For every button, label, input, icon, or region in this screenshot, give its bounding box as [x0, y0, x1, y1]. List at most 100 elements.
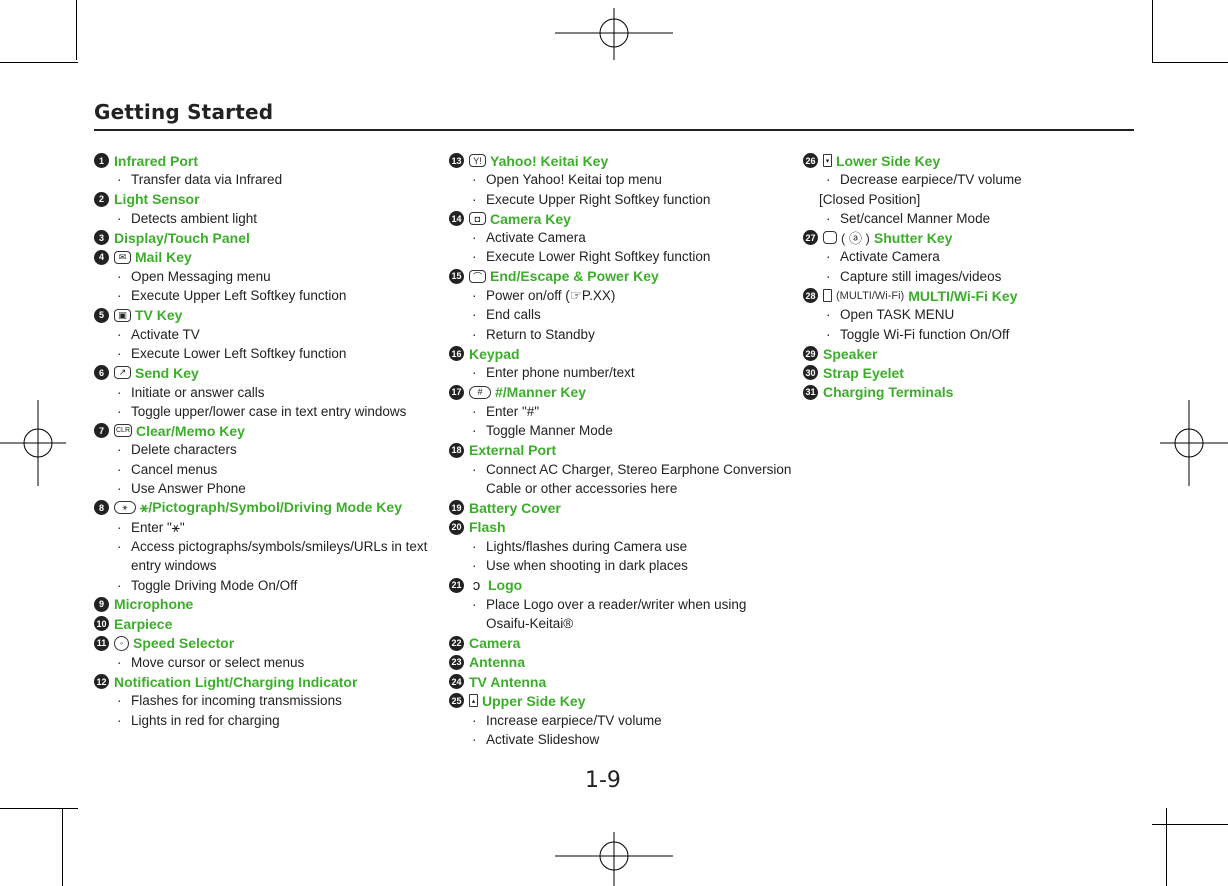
asterisk-key-icon: ⚹: [114, 501, 136, 515]
item-number: 28: [803, 288, 818, 304]
page-number: 1-9: [585, 768, 621, 793]
crop-mark: [0, 808, 78, 809]
item-number: 30: [803, 365, 818, 381]
item-label: Mail Key: [135, 249, 192, 266]
item-label: Camera: [469, 635, 521, 652]
item-number: 19: [449, 500, 464, 516]
item-number: 7: [94, 423, 109, 439]
item-number: 8: [94, 500, 109, 516]
item-label: Clear/Memo Key: [136, 422, 245, 439]
item-label: Charging Terminals: [823, 384, 954, 401]
list-item: 4✉Mail Key ·Open Messaging menu ·Execute…: [94, 247, 434, 305]
crop-mark: [1166, 808, 1167, 886]
item-number: 17: [449, 384, 464, 400]
bullet: ·Activate Camera: [472, 230, 586, 246]
item-number: 26: [803, 153, 818, 169]
bullet: ·Lights/flashes during Camera use: [472, 538, 688, 554]
item-label: Strap Eyelet: [823, 364, 904, 381]
bullet: ·Toggle upper/lower case in text entry w…: [117, 403, 407, 419]
header-rule: [94, 129, 1134, 131]
bullet: ·Activate Camera: [826, 249, 940, 265]
bullet: ·Detects ambient light: [117, 210, 258, 226]
list-item: 28 (MULTI/Wi-Fi)MULTI/Wi-Fi Key ·Open TAS…: [803, 286, 1143, 344]
item-number: 9: [94, 596, 109, 612]
crop-mark: [0, 62, 78, 63]
crop-mark: [1152, 824, 1228, 825]
item-number: 15: [449, 268, 464, 284]
bullet: ·Toggle Wi-Fi function On/Off: [826, 326, 1010, 342]
item-label: TV Key: [135, 307, 183, 324]
bullet: ·Activate TV: [117, 326, 200, 342]
bullet: ·Open Yahoo! Keitai top menu: [472, 172, 662, 188]
bullet: ·Capture still images/videos: [826, 268, 1002, 284]
item-number: 3: [94, 230, 109, 246]
bullet: ·Increase earpiece/TV volume: [472, 712, 662, 728]
bullet: ·Set/cancel Manner Mode: [826, 210, 991, 226]
registration-mark-top: [555, 8, 673, 60]
item-label: Logo: [488, 577, 523, 594]
bullet: ·Execute Lower Right Softkey function: [472, 249, 711, 265]
yahoo-key-icon: Y!: [469, 154, 486, 168]
bullet: ·End calls: [472, 307, 541, 323]
item-label: Yahoo! Keitai Key: [490, 152, 609, 169]
item-label: Shutter Key: [873, 229, 953, 246]
item-label: Antenna: [469, 654, 525, 671]
item-label: Keypad: [469, 345, 520, 362]
shutter-key-paren: ( ⓐ ): [841, 231, 870, 247]
item-label: MULTI/Wi-Fi Key: [908, 287, 1018, 304]
item-number: 20: [449, 519, 464, 535]
closed-position-label: [Closed Position]: [819, 191, 921, 207]
upper-side-key-icon: ▴: [469, 694, 478, 708]
speed-selector-icon: ◦: [114, 635, 129, 651]
mail-key-icon: ✉: [114, 250, 131, 264]
multi-key-paren: (MULTI/Wi-Fi): [836, 289, 905, 302]
section-title: Getting Started: [94, 100, 274, 124]
bullet: ·Use Answer Phone: [117, 481, 246, 497]
crop-mark: [76, 0, 77, 60]
bullet: ·Access pictographs/symbols/smileys/URLs…: [117, 538, 428, 554]
list-item: 11◦Speed Selector ·Move cursor or select…: [94, 633, 434, 672]
end-key-icon: ⌒: [469, 269, 486, 283]
item-label: Camera Key: [490, 210, 571, 227]
bullet: ·Delete characters: [117, 442, 237, 458]
bullet-continuation: Osaifu-Keitai®: [486, 616, 574, 632]
item-label: Light Sensor: [114, 191, 200, 208]
multi-key-icon: [823, 289, 832, 303]
item-number: 12: [94, 674, 109, 690]
bullet: ·Initiate or answer calls: [117, 384, 265, 400]
list-item: 15⌒End/Escape & Power Key ·Power on/off …: [449, 267, 789, 344]
hash-key-icon: #: [469, 385, 491, 399]
item-number: 11: [94, 635, 109, 651]
item-number: 21: [449, 577, 464, 593]
bullet: ·Open TASK MENU: [826, 307, 955, 323]
bullet: ·Lights in red for charging: [117, 712, 280, 728]
list-item: 14◘Camera Key ·Activate Camera ·Execute …: [449, 209, 789, 267]
bullet: ·Enter "⚹": [117, 519, 185, 535]
bullet: ·Cancel menus: [117, 461, 218, 477]
item-number: 18: [449, 442, 464, 458]
list-item: 17##/Manner Key ·Enter "#" ·Toggle Manne…: [449, 383, 789, 441]
bullet-continuation: Cable or other accessories here: [486, 481, 678, 497]
item-number: 16: [449, 346, 464, 362]
clear-key-icon: CLR: [114, 424, 133, 438]
bullet: ·Execute Lower Left Softkey function: [117, 345, 347, 361]
item-label: Lower Side Key: [836, 152, 941, 169]
bullet: ·Toggle Manner Mode: [472, 423, 613, 439]
registration-mark-left: [0, 400, 66, 486]
item-label: Flash: [469, 519, 506, 536]
bullet: ·Transfer data via Infrared: [117, 172, 283, 188]
item-label: Earpiece: [114, 615, 173, 632]
item-label: Display/Touch Panel: [114, 229, 250, 246]
list-item: 8⚹⚹/Pictograph/Symbol/Driving Mode Key ·…: [94, 498, 434, 594]
bullet: ·Place Logo over a reader/writer when us…: [472, 596, 747, 612]
